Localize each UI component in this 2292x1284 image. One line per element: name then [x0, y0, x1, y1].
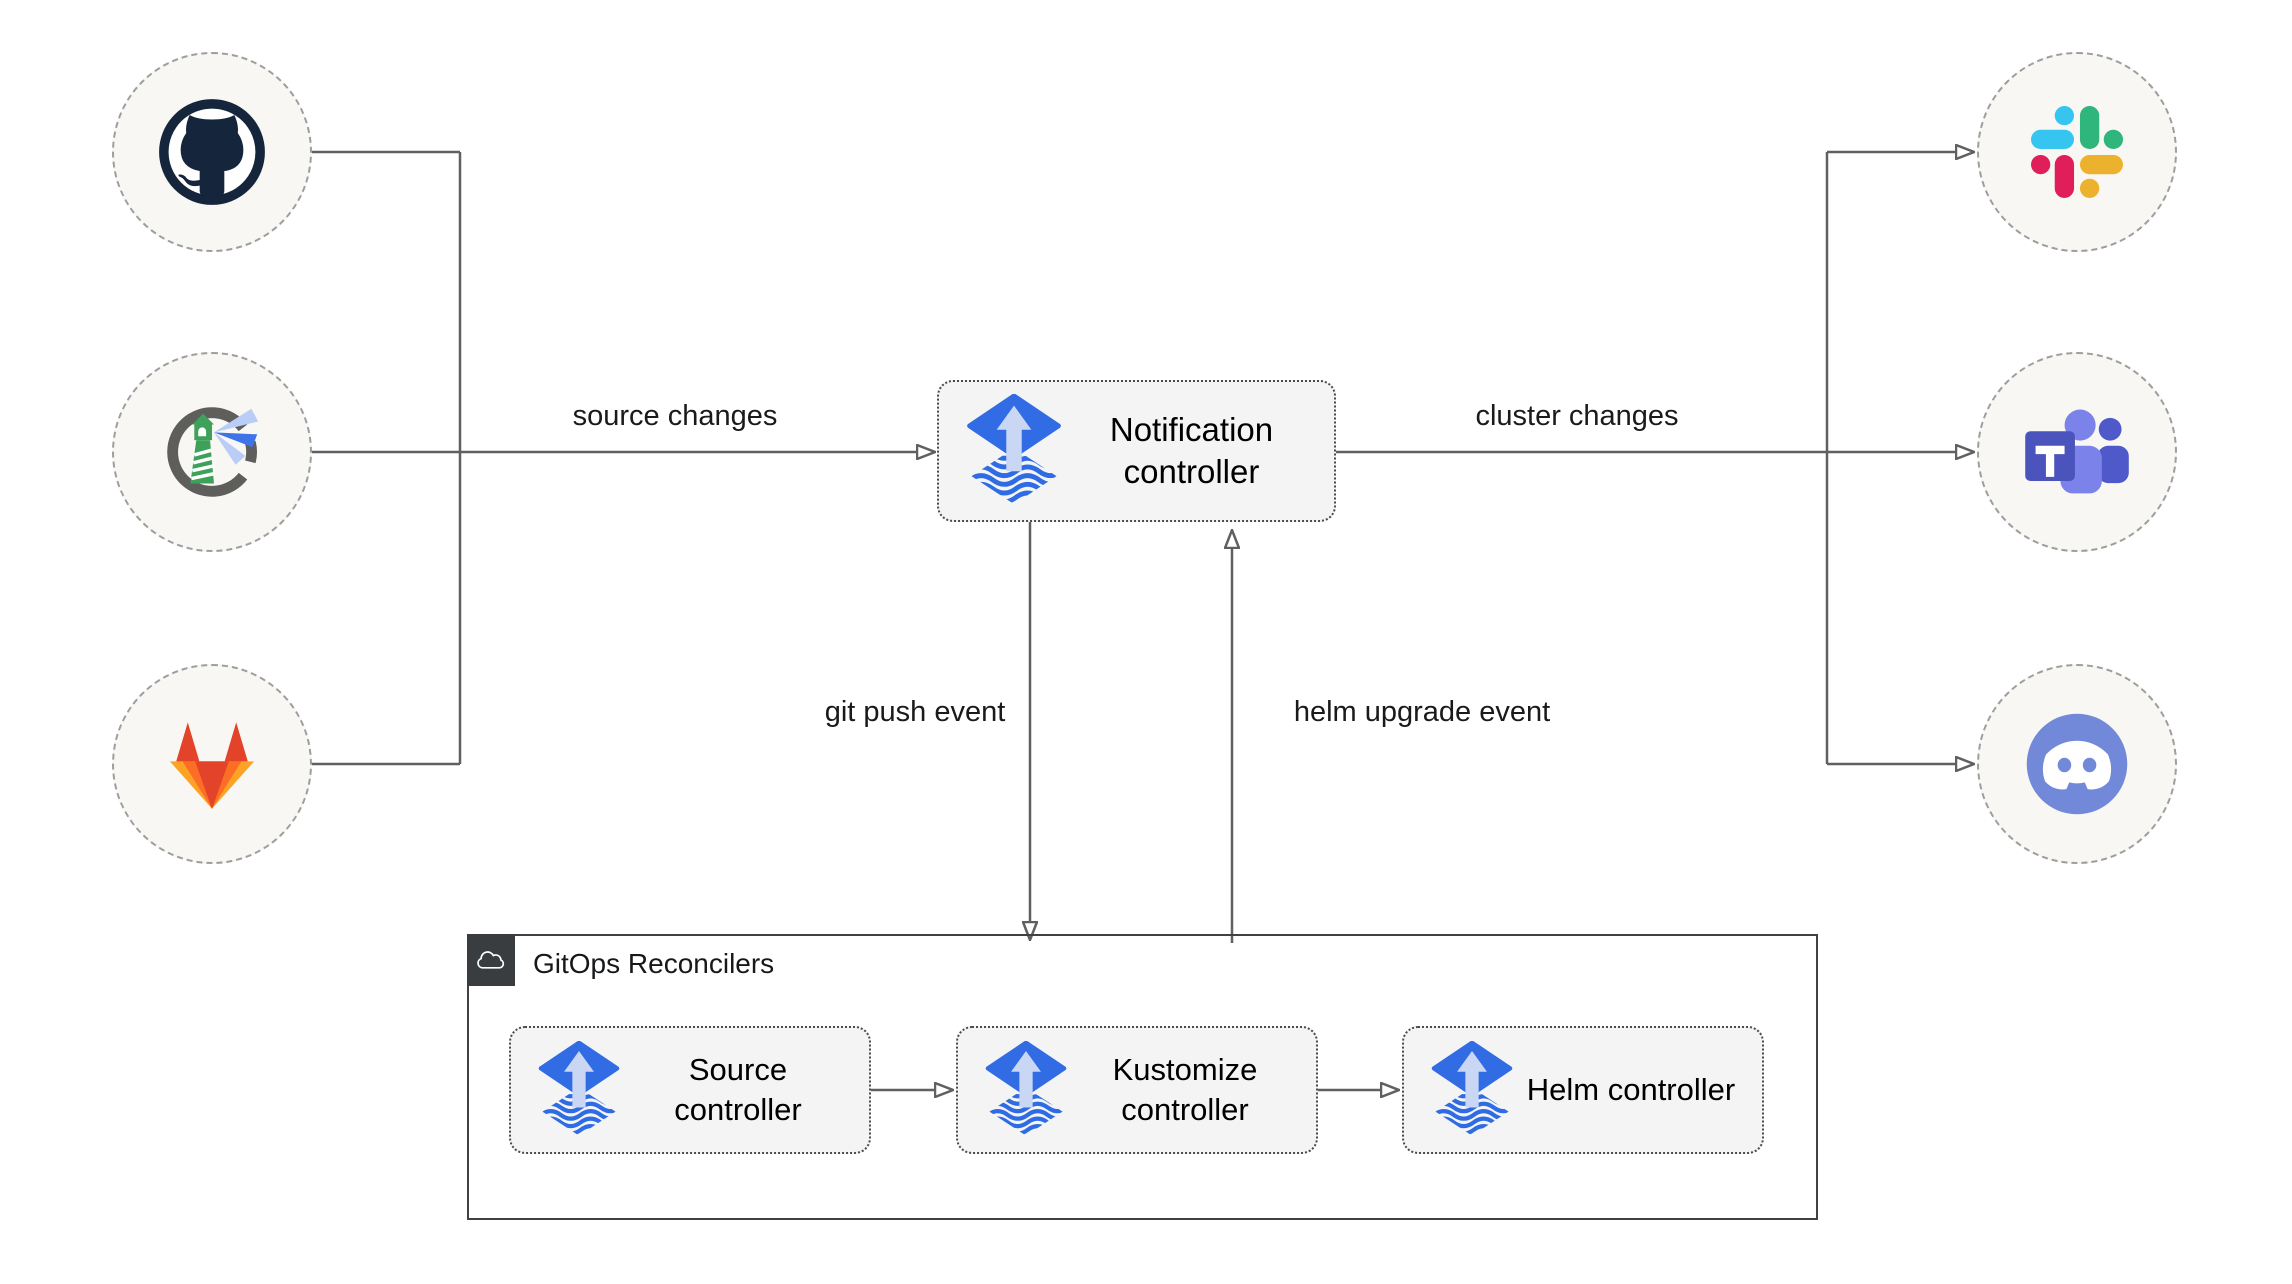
- group-label: GitOps Reconcilers: [533, 948, 775, 979]
- gitlab-node: [112, 664, 312, 864]
- github-icon: [159, 99, 265, 205]
- kustomize-controller-node: Kustomize controller: [956, 1026, 1318, 1154]
- harbor-icon: [167, 407, 259, 497]
- notification-controller-label: Notification controller: [1109, 411, 1274, 490]
- microsoft-teams-icon: [2025, 409, 2129, 494]
- edge-label-source-changes: source changes: [572, 400, 778, 432]
- helm-controller-node: Helm controller: [1402, 1026, 1764, 1154]
- edge-label-cluster-changes: cluster changes: [1475, 400, 1679, 432]
- edge-label-helm-upgrade-event: helm upgrade event: [1293, 696, 1551, 728]
- github-node: [112, 52, 312, 252]
- discord-icon: [2026, 713, 2128, 815]
- group-tab: [467, 934, 515, 986]
- flux-icon: [985, 1041, 1067, 1136]
- slack-node: [1977, 52, 2177, 252]
- notification-controller-node: Notification controller: [937, 380, 1336, 522]
- harbor-node: [112, 352, 312, 552]
- cloud-icon: [477, 951, 505, 969]
- teams-node: [1977, 352, 2177, 552]
- kustomize-controller-label: Kustomize controller: [1112, 1052, 1258, 1127]
- source-controller-label: Source controller: [674, 1052, 802, 1127]
- helm-controller-label: Helm controller: [1526, 1072, 1736, 1107]
- flux-icon: [1431, 1041, 1513, 1136]
- source-controller-node: Source controller: [509, 1026, 871, 1154]
- discord-node: [1977, 664, 2177, 864]
- flux-icon: [538, 1041, 620, 1136]
- gitlab-icon: [169, 722, 255, 809]
- flux-icon: [967, 394, 1061, 505]
- gitops-reconcilers-group: GitOps Reconcilers: [467, 934, 1818, 1220]
- slack-icon: [2031, 106, 2123, 198]
- edge-label-git-push-event: git push event: [824, 696, 1006, 728]
